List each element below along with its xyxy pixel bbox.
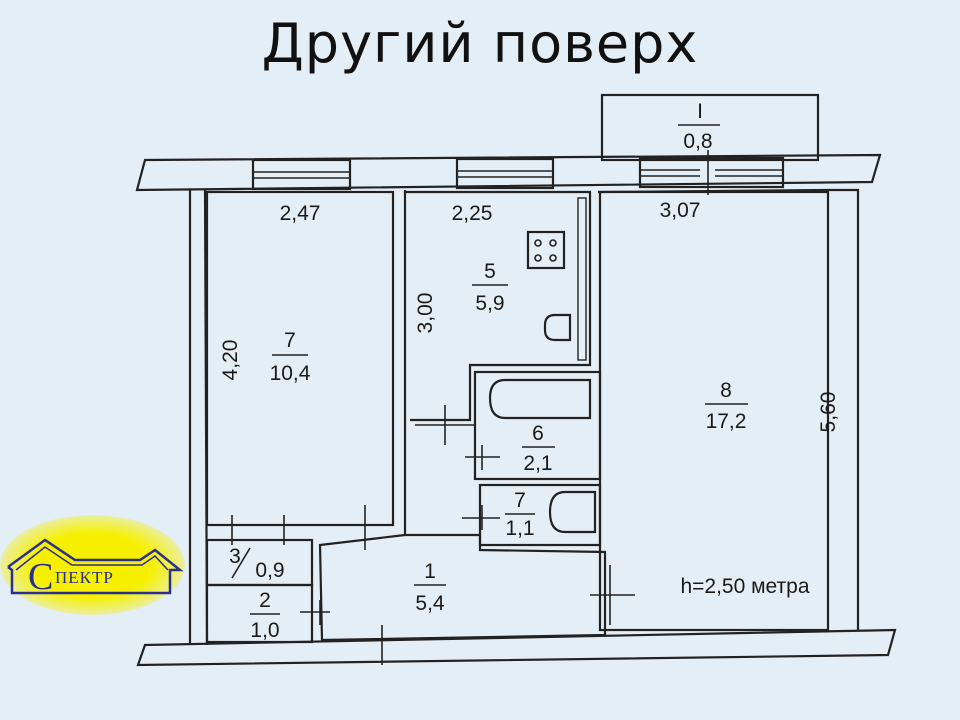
radiator	[577, 197, 587, 361]
dim-room8-width: 3,07	[660, 199, 701, 222]
svg-text:6: 6	[532, 422, 544, 445]
balcony	[600, 93, 820, 162]
svg-text:ПЕКТР: ПЕКТР	[55, 568, 114, 587]
svg-text:5,4: 5,4	[415, 592, 445, 615]
svg-text:8: 8	[720, 379, 732, 402]
room-hall	[318, 533, 607, 642]
svg-text:3: 3	[229, 545, 241, 568]
svg-text:7: 7	[284, 329, 296, 352]
svg-text:2: 2	[259, 589, 271, 612]
svg-text:0,9: 0,9	[255, 559, 284, 582]
svg-text:5: 5	[484, 260, 496, 283]
balcony-door	[638, 150, 785, 195]
svg-text:10,4: 10,4	[270, 362, 311, 385]
balcony-number: I	[697, 100, 703, 123]
room-toilet	[478, 483, 602, 547]
ceiling-height: h=2,50 метра	[680, 575, 809, 598]
exterior-wall-bottom	[136, 628, 897, 667]
dim-room7-length: 4,20	[219, 340, 242, 381]
window	[251, 158, 352, 191]
svg-text:1,0: 1,0	[250, 619, 279, 642]
room-label-7: 710,4	[270, 329, 311, 385]
svg-text:С: С	[28, 556, 53, 598]
svg-text:1,1: 1,1	[505, 517, 534, 540]
bathtub-icon	[488, 378, 592, 420]
room-label-8: 817,2	[705, 379, 748, 433]
toilet-icon	[548, 490, 597, 534]
window	[455, 157, 555, 190]
balcony-area: 0,8	[683, 130, 712, 153]
dim-kitchen-length: 3,00	[414, 293, 437, 334]
dim-kitchen-width: 2,25	[452, 202, 493, 225]
house-logo-icon: С ПЕКТР	[7, 538, 184, 598]
room-label-3: 30,9	[229, 545, 284, 582]
room-label-6: 62,1	[522, 422, 555, 475]
dim-room8-length: 5,60	[817, 392, 840, 433]
exterior-wall-top	[135, 153, 882, 192]
room-bedroom	[205, 190, 395, 527]
svg-text:1: 1	[424, 560, 436, 583]
room-label-5: 55,9	[472, 260, 508, 315]
closet-2	[205, 583, 314, 644]
stove-icon	[526, 230, 566, 270]
svg-text:5,9: 5,9	[475, 292, 504, 315]
dim-room7-width: 2,47	[280, 202, 321, 225]
room-living	[598, 190, 830, 632]
sink-icon	[543, 313, 572, 342]
door-marks	[231, 405, 635, 665]
room-label-2: 21,0	[250, 589, 280, 642]
room-label-1: 15,4	[414, 560, 446, 615]
svg-text:7: 7	[514, 489, 526, 512]
room-kitchen	[405, 190, 592, 422]
svg-text:2,1: 2,1	[523, 452, 552, 475]
svg-text:17,2: 17,2	[706, 410, 747, 433]
room-label-7-toilet: 71,1	[505, 489, 535, 540]
spektr-logo: С ПЕКТР	[0, 515, 185, 615]
page-title: Другий поверх	[261, 12, 699, 75]
